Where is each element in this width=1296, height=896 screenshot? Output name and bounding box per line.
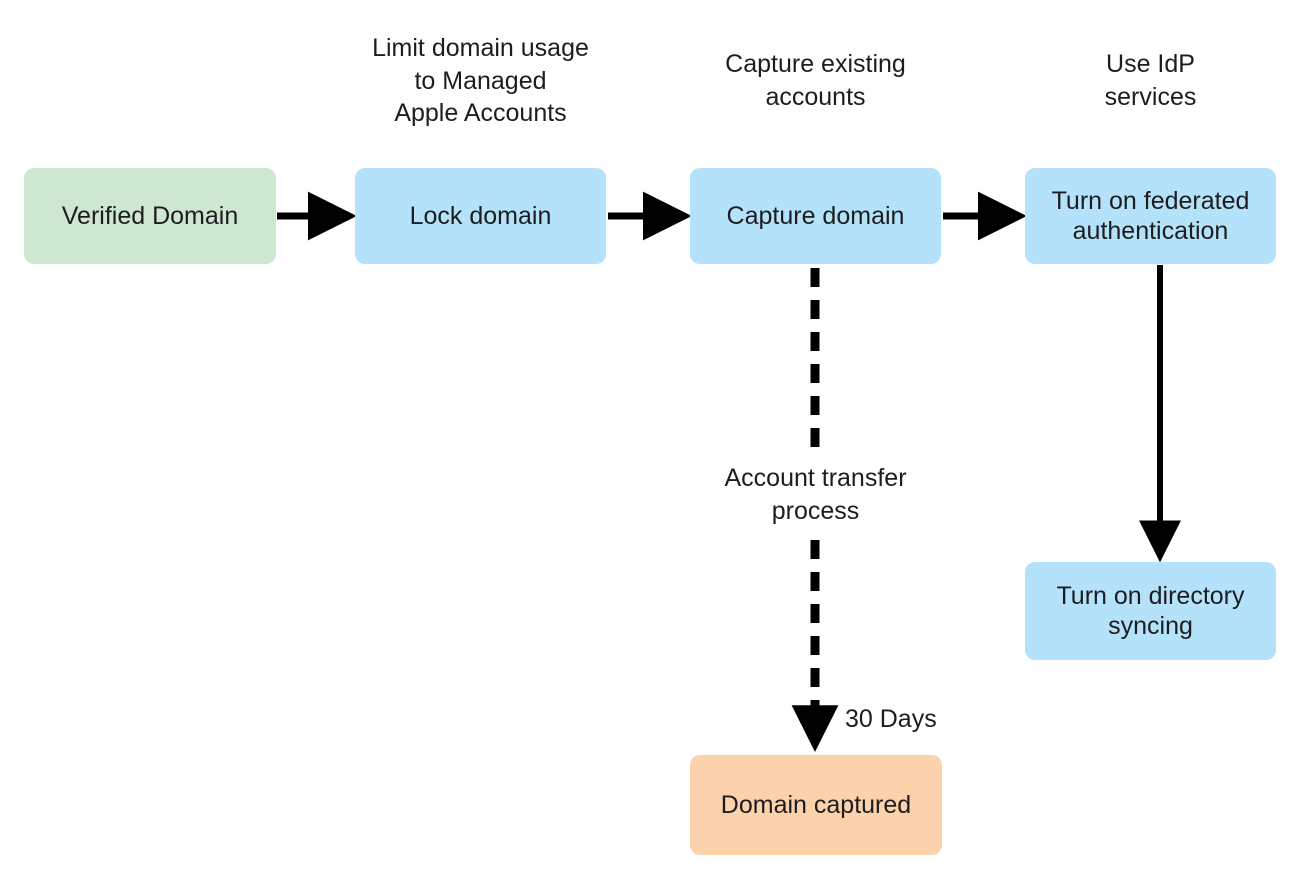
caption-lock-domain: Limit domain usage to Managed Apple Acco… bbox=[372, 34, 589, 127]
caption-federated-auth: Use IdP services bbox=[1104, 50, 1197, 111]
label-30-days: 30 Days bbox=[845, 705, 937, 733]
node-domain-captured[interactable]: Domain captured bbox=[690, 755, 942, 855]
caption-capture-domain: Capture existing accounts bbox=[725, 50, 906, 111]
node-verified-domain[interactable]: Verified Domain bbox=[24, 168, 276, 264]
label-account-transfer-process: Account transfer process bbox=[724, 464, 907, 525]
node-lock-domain[interactable]: Lock domain bbox=[355, 168, 606, 264]
node-turn-on-federated-authentication[interactable]: Turn on federated authentication bbox=[1025, 168, 1276, 264]
node-turn-on-directory-syncing[interactable]: Turn on directory syncing bbox=[1025, 562, 1276, 660]
node-capture-domain[interactable]: Capture domain bbox=[690, 168, 941, 264]
